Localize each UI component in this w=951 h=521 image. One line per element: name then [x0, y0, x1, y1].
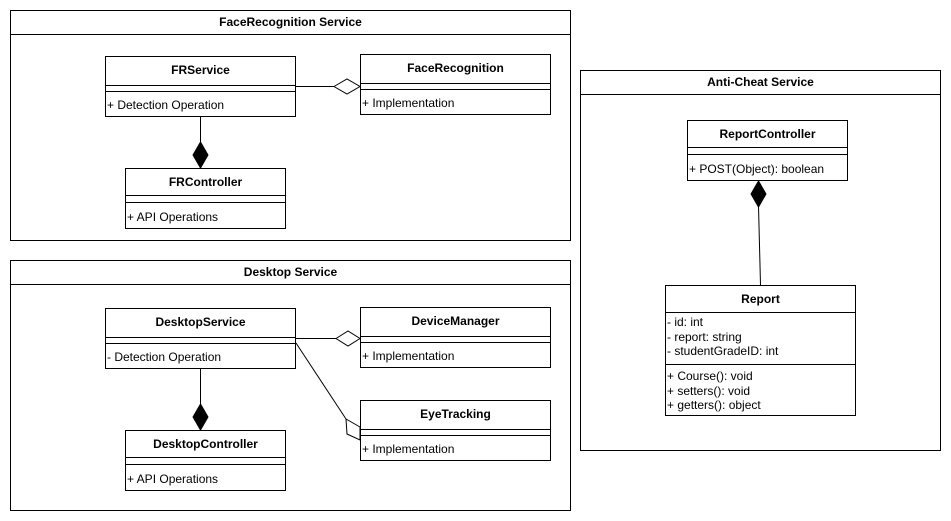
operation: - Detection Operation: [107, 350, 222, 364]
operation: + Course(): void: [667, 369, 753, 383]
aggregation-desktopservice-eyetracking: [295, 342, 361, 441]
package-face-recognition-service: FaceRecognition Service: [10, 10, 571, 241]
class-eyetracking[interactable]: EyeTracking + Implementation: [360, 400, 551, 461]
class-report[interactable]: Report - id: int - report: string - stud…: [665, 285, 856, 416]
composition-report-reportcontroller: [750, 179, 767, 286]
class-attributes: [361, 337, 550, 343]
operation: + API Operations: [127, 210, 219, 224]
package-title: Desktop Service: [11, 261, 570, 285]
class-operations: + API Operations: [126, 465, 285, 487]
class-name: Report: [666, 286, 855, 313]
class-name: EyeTracking: [361, 401, 550, 430]
class-attributes: [361, 84, 550, 90]
class-attributes: [106, 338, 295, 344]
class-name: DesktopService: [106, 309, 295, 338]
attribute: - id: int: [667, 315, 704, 329]
class-devicemanager[interactable]: DeviceManager + Implementation: [360, 307, 551, 368]
class-operations: + Implementation: [361, 436, 550, 457]
operation: + API Operations: [127, 472, 219, 486]
class-operations: - Detection Operation: [106, 344, 295, 365]
class-desktopcontroller[interactable]: DesktopController + API Operations: [125, 430, 286, 491]
aggregation-desktopservice-devicemanager: [296, 330, 361, 347]
composition-desktopservice-desktopcontroller: [192, 369, 209, 432]
composition-frservice-frcontroller: [192, 117, 209, 170]
operation: + Detection Operation: [107, 98, 225, 112]
operation: + getters(): object: [667, 398, 761, 412]
class-operations: + Implementation: [361, 90, 550, 111]
class-attributes: [106, 86, 295, 92]
package-title: FaceRecognition Service: [11, 11, 570, 35]
class-attributes: - id: int - report: string - studentGrad…: [666, 313, 855, 365]
class-name: FRService: [106, 57, 295, 86]
class-reportcontroller[interactable]: ReportController + POST(Object): boolean: [687, 120, 848, 181]
class-frcontroller[interactable]: FRController + API Operations: [125, 168, 286, 229]
class-attributes: [126, 458, 285, 465]
operation: + Implementation: [362, 96, 455, 110]
attribute: - report: string: [667, 329, 742, 344]
class-name: DesktopController: [126, 431, 285, 458]
attribute: - studentGradeID: int: [667, 344, 779, 358]
operation: + POST(Object): boolean: [689, 162, 825, 176]
aggregation-frservice-facerecognition: [296, 78, 362, 95]
class-desktopservice[interactable]: DesktopService - Detection Operation: [105, 308, 296, 369]
class-operations: + Detection Operation: [106, 92, 295, 113]
operation: + Implementation: [362, 442, 455, 456]
class-operations: + API Operations: [126, 203, 285, 225]
class-name: ReportController: [688, 121, 847, 148]
class-attributes: [688, 148, 847, 155]
class-frservice[interactable]: FRService + Detection Operation: [105, 56, 296, 117]
class-operations: + POST(Object): boolean: [688, 155, 847, 177]
class-name: DeviceManager: [361, 308, 550, 337]
operation: + Implementation: [362, 349, 455, 363]
package-title: Anti-Cheat Service: [581, 71, 940, 95]
class-name: FRController: [126, 169, 285, 196]
class-attributes: [361, 430, 550, 436]
class-attributes: [126, 196, 285, 203]
class-name: FaceRecognition: [361, 55, 550, 84]
package-desktop-service: Desktop Service: [10, 260, 571, 511]
class-operations: + Implementation: [361, 343, 550, 364]
class-operations: + Course(): void + setters(): void + get…: [666, 365, 855, 413]
class-facerecognition[interactable]: FaceRecognition + Implementation: [360, 54, 551, 115]
operation: + setters(): void: [667, 383, 751, 398]
